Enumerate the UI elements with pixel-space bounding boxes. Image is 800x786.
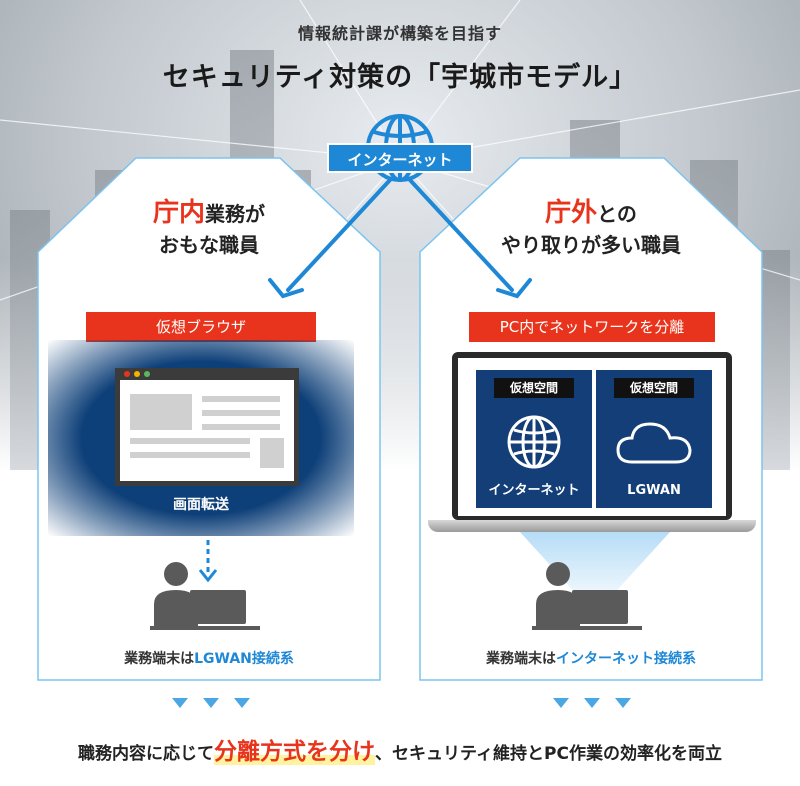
subtitle: 情報統計課が構築を目指す: [297, 24, 502, 43]
network-separation-bar: PC内でネットワークを分離: [469, 312, 715, 342]
right-title-line2: やり取りが多い職員: [501, 233, 681, 257]
virtual-space-caption: 仮想空間: [614, 378, 694, 398]
virtual-browser-bar: 仮想ブラウザ: [86, 312, 316, 342]
browser-window-icon: [115, 368, 299, 486]
conclusion-text: 職務内容に応じて分離方式を分け、セキュリティ維持とPC作業の効率化を両立: [0, 732, 800, 766]
down-triangle-icon: [584, 698, 600, 708]
screen-transfer-label: 画面転送: [173, 497, 229, 513]
left-title-rest: 業務が: [205, 202, 265, 226]
down-triangle-icon: [553, 698, 569, 708]
right-caption-highlight: インターネット接続系: [556, 651, 696, 667]
cloud-icon: [616, 422, 692, 464]
left-worker-icon: [150, 562, 260, 630]
virtual-space-label: LGWAN: [627, 483, 681, 498]
left-caption-prefix: 業務端末は: [124, 651, 195, 667]
globe-icon: [507, 415, 561, 469]
screen-transfer-arrow: [198, 540, 218, 583]
right-title-accent: 庁外: [545, 198, 598, 228]
left-panel-title: 庁内業務が おもな職員: [38, 198, 380, 261]
virtual-space-internet: 仮想空間 インターネット: [476, 370, 592, 508]
down-triangle-icon: [234, 698, 250, 708]
down-triangle-icon: [615, 698, 631, 708]
left-caption: 業務端末はLGWAN接続系: [38, 648, 380, 668]
conclusion-part2: 、セキュリティ維持とPC作業の効率化を両立: [375, 744, 722, 764]
conclusion-highlight: 分離方式を分け: [214, 739, 376, 765]
right-caption: 業務端末はインターネット接続系: [420, 648, 762, 668]
left-title-accent: 庁内: [152, 198, 205, 228]
down-triangle-icon: [172, 698, 188, 708]
conclusion-part1: 職務内容に応じて: [78, 744, 215, 764]
right-worker-icon: [532, 562, 642, 630]
virtual-space-lgwan: 仮想空間 LGWAN: [596, 370, 712, 508]
virtual-space-label: インターネット: [488, 483, 580, 498]
left-caption-highlight: LGWAN接続系: [194, 651, 294, 667]
right-title-rest: との: [597, 202, 637, 226]
internet-label: インターネット: [327, 143, 473, 173]
laptop-base: [428, 520, 756, 532]
virtual-space-caption: 仮想空間: [494, 378, 574, 398]
projection-beam: [520, 532, 670, 598]
down-triangle-icon: [203, 698, 219, 708]
right-caption-prefix: 業務端末は: [486, 651, 556, 667]
left-title-line2: おもな職員: [159, 233, 259, 257]
right-panel-title: 庁外との やり取りが多い職員: [420, 198, 762, 261]
page-title: セキュリティ対策の「宇城市モデル」: [162, 62, 638, 93]
